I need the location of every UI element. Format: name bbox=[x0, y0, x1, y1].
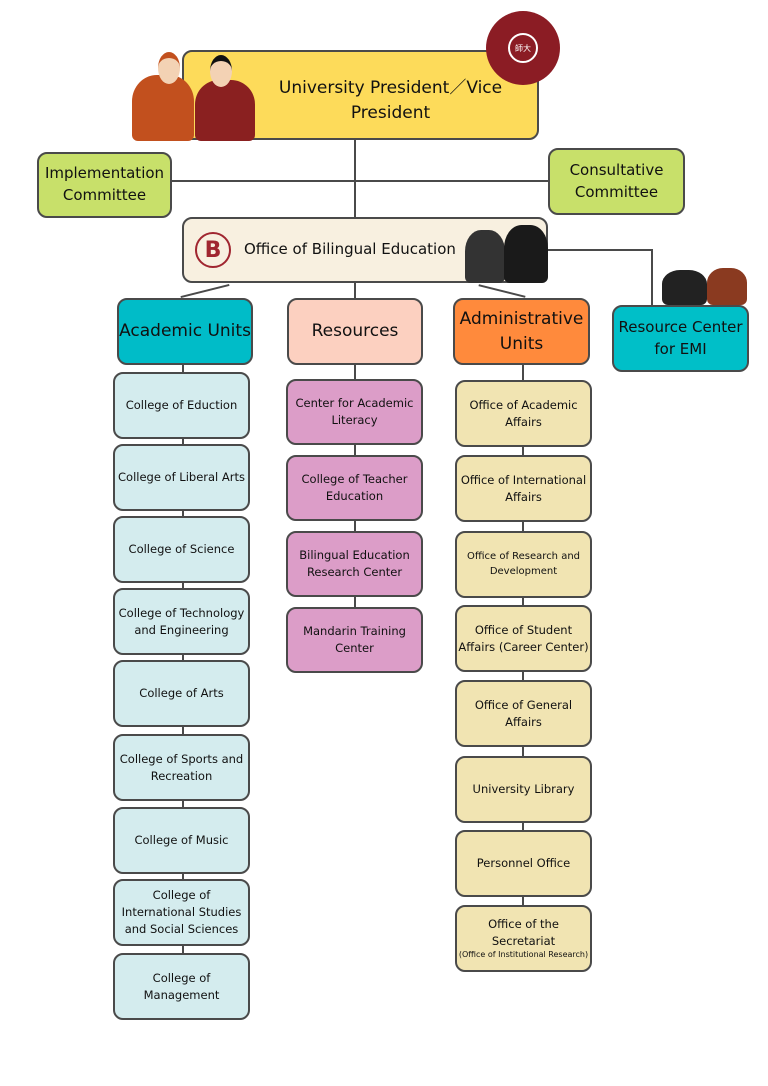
unit-label: Office of General Affairs bbox=[474, 697, 573, 729]
unit-label: Office of Academic Affairs bbox=[469, 397, 578, 429]
administrative-title: Administrative Units bbox=[459, 308, 584, 354]
administrative-unit: Office of Academic Affairs bbox=[455, 380, 592, 447]
resource-unit: Bilingual Education Research Center bbox=[286, 531, 423, 597]
office-b-logo: B bbox=[195, 232, 231, 268]
logo-seal: 師大 bbox=[508, 33, 538, 63]
academic-unit: College of Arts bbox=[113, 660, 250, 727]
unit-label: College of International Studies and Soc… bbox=[121, 888, 242, 936]
office-label: Office of Bilingual Education bbox=[244, 240, 456, 259]
administrative-units-header: Administrative Units bbox=[453, 298, 590, 365]
resource-unit: Mandarin Training Center bbox=[286, 607, 423, 673]
unit-label: College of Teacher Education bbox=[301, 472, 408, 503]
connector bbox=[354, 283, 356, 299]
academic-unit: College of Science bbox=[113, 516, 250, 583]
administrative-unit: Office of the Secretariat (Office of Inst… bbox=[455, 905, 592, 972]
unit-label: Personnel Office bbox=[476, 856, 571, 871]
unit-label: College of Management bbox=[143, 970, 220, 1002]
connector bbox=[354, 140, 356, 218]
unit-label: Center for Academic Literacy bbox=[295, 396, 414, 427]
unit-label: College of Eduction bbox=[125, 398, 238, 413]
academic-unit: College of International Studies and Soc… bbox=[113, 879, 250, 946]
unit-label: College of Technology and Engineering bbox=[118, 605, 245, 637]
resources-header: Resources bbox=[287, 298, 423, 365]
administrative-unit: Office of International Affairs bbox=[455, 455, 592, 522]
connector bbox=[172, 180, 548, 182]
implementation-label: Implementation Committee bbox=[44, 164, 165, 204]
academic-unit: College of Sports and Recreation bbox=[113, 734, 250, 801]
connector bbox=[651, 249, 653, 306]
resources-title: Resources bbox=[311, 321, 399, 342]
unit-label: College of Liberal Arts bbox=[118, 470, 245, 485]
administrative-unit: Office of General Affairs bbox=[455, 680, 592, 747]
university-logo: 師大 bbox=[486, 11, 560, 85]
implementation-committee-box: Implementation Committee bbox=[37, 152, 172, 218]
academic-unit: College of Management bbox=[113, 953, 250, 1020]
unit-label: Office of Student Affairs (Career Center… bbox=[458, 622, 589, 654]
connector bbox=[548, 249, 652, 251]
academic-unit: College of Music bbox=[113, 807, 250, 874]
academic-unit: College of Liberal Arts bbox=[113, 444, 250, 511]
resource-unit: College of Teacher Education bbox=[286, 455, 423, 521]
unit-label: Office of Research and Development bbox=[466, 551, 581, 577]
president-label: University President／Vice President bbox=[278, 78, 503, 123]
administrative-unit: Personnel Office bbox=[455, 830, 592, 897]
administrative-unit: Office of Research and Development bbox=[455, 531, 592, 598]
unit-label: College of Music bbox=[134, 833, 229, 848]
academic-title: Academic Units bbox=[119, 321, 251, 342]
unit-label: Office of the Secretariat bbox=[488, 917, 559, 948]
resource-unit: Center for Academic Literacy bbox=[286, 379, 423, 445]
academic-unit: College of Technology and Engineering bbox=[113, 588, 250, 655]
emi-label: Resource Center for EMI bbox=[618, 317, 743, 358]
unit-label: College of Arts bbox=[139, 686, 224, 701]
connector bbox=[180, 283, 230, 299]
connector bbox=[478, 284, 526, 298]
unit-label: Bilingual Education Research Center bbox=[299, 548, 410, 579]
unit-label: University Library bbox=[472, 782, 575, 797]
administrative-unit: University Library bbox=[455, 756, 592, 823]
unit-label: College of Sports and Recreation bbox=[119, 751, 244, 783]
academic-units-header: Academic Units bbox=[117, 298, 253, 365]
administrative-unit: Office of Student Affairs (Career Center… bbox=[455, 605, 592, 672]
unit-label: Office of International Affairs bbox=[460, 472, 587, 504]
consultative-label: Consultative Committee bbox=[569, 160, 664, 201]
emi-resource-center-box: Resource Center for EMI bbox=[612, 305, 749, 372]
secretariat-note: (Office of Institutional Research) bbox=[458, 950, 589, 960]
academic-unit: College of Eduction bbox=[113, 372, 250, 439]
unit-label: Mandarin Training Center bbox=[303, 624, 406, 655]
unit-label: College of Science bbox=[128, 542, 235, 557]
consultative-committee-box: Consultative Committee bbox=[548, 148, 685, 215]
